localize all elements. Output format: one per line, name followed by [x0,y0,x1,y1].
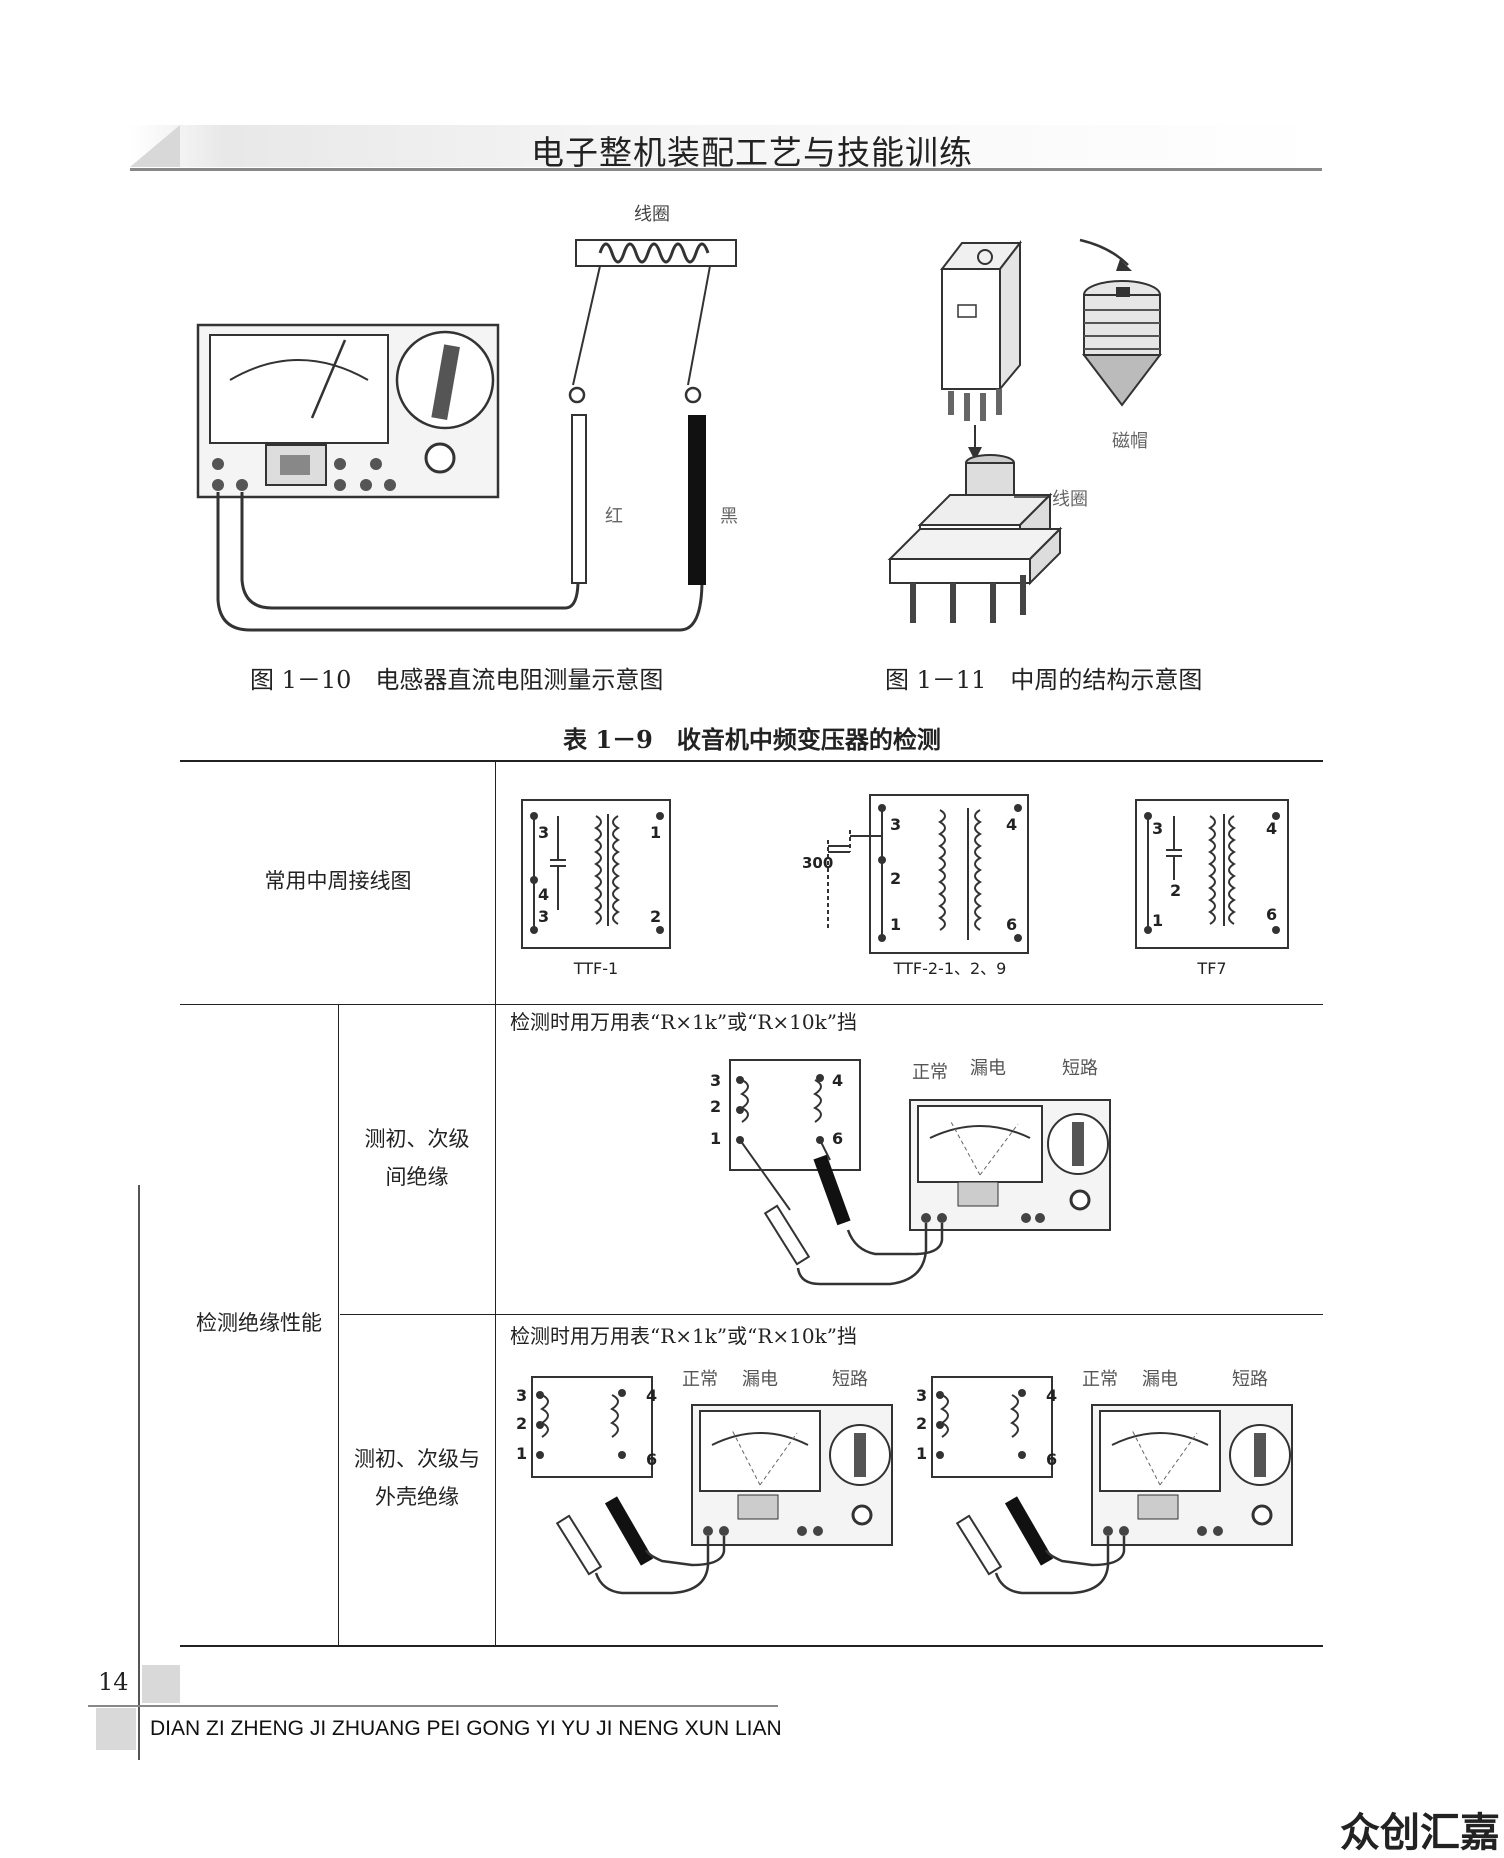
table-bottom-rule [180,1645,1323,1647]
svg-text:3: 3 [538,907,549,926]
footer-vertical-rule [138,1185,140,1760]
meter-label-normal: 正常 [912,1062,948,1083]
svg-text:4: 4 [1046,1386,1057,1405]
red-probe-label: 红 [605,506,623,527]
svg-text:1: 1 [710,1129,721,1148]
svg-text:6: 6 [832,1129,843,1148]
svg-text:2: 2 [516,1414,527,1433]
page-title: 电子整机装配工艺与技能训练 [531,133,973,172]
table-row-divider-2 [340,1314,1323,1315]
meter-label-normal: 正常 [682,1369,718,1390]
svg-text:1: 1 [1152,911,1163,930]
header-band [130,125,1322,167]
svg-text:4: 4 [1006,815,1017,834]
row2-label-line2: 间绝缘 [385,1165,449,1189]
svg-text:3: 3 [890,815,901,834]
svg-text:6: 6 [646,1450,657,1469]
meter-label-leak: 漏电 [1142,1369,1178,1390]
figure-1-10-caption: 图 1－10 电感器直流电阻测量示意图 [250,666,664,694]
svg-text:6: 6 [1006,915,1017,934]
figure-1-11-illustration: 磁帽 线圈 [887,238,1163,623]
page-number: 14 [98,1668,129,1696]
black-probe-label: 黑 [720,506,738,527]
header-rule [130,168,1322,171]
diagram-label-tf7: TF7 [1196,959,1226,978]
row2-test-illustration: 3 2 1 4 6 正常 漏电 短路 [710,1058,1111,1286]
header-accent [130,125,180,167]
svg-text:2: 2 [710,1097,721,1116]
meter-label-normal: 正常 [1082,1369,1118,1390]
table-col-divider-1 [338,1004,339,1647]
meter-label-leak: 漏电 [742,1369,778,1390]
svg-text:3: 3 [710,1071,721,1090]
footer-pinyin: DIAN ZI ZHENG JI ZHUANG PEI GONG YI YU J… [150,1717,782,1740]
row3-note: 检测时用万用表“R×1k”或“R×10k”挡 [510,1324,857,1348]
svg-text:1: 1 [650,823,661,842]
svg-text:3: 3 [916,1386,927,1405]
cap-value-label: 300 [802,854,833,872]
row3-label-line1: 测初、次级与 [354,1447,480,1471]
svg-text:6: 6 [1046,1450,1057,1469]
meter-label-short: 短路 [1232,1369,1268,1390]
svg-text:2: 2 [650,907,661,926]
table-title: 表 1－9 收音机中频变压器的检测 [563,725,941,754]
cap-label: 磁帽 [1112,431,1148,452]
figure-1-11-caption: 图 1－11 中周的结构示意图 [885,666,1203,694]
svg-text:3: 3 [538,823,549,842]
row2-label-line1: 测初、次级 [364,1127,470,1151]
svg-text:4: 4 [646,1386,657,1405]
svg-text:2: 2 [1170,881,1181,900]
table-col-divider-2 [495,760,496,1647]
row3-label-line2: 外壳绝缘 [375,1485,459,1509]
table-top-rule [180,760,1323,762]
table-row-divider-1 [180,1004,1323,1005]
group-label: 检测绝缘性能 [196,1311,322,1335]
svg-text:2: 2 [890,869,901,888]
svg-text:2: 2 [916,1414,927,1433]
coil-label: 线圈 [634,204,670,225]
footer-accent-top [142,1665,180,1703]
row2-note: 检测时用万用表“R×1k”或“R×10k”挡 [510,1010,857,1034]
watermark-logo: 众创汇嘉 [1340,1810,1500,1856]
diagram-label-ttf2: TTF-2-1、2、9 [893,959,1007,978]
coil-label-2: 线圈 [1052,489,1088,510]
svg-text:1: 1 [916,1444,927,1463]
svg-text:1: 1 [516,1444,527,1463]
svg-text:3: 3 [516,1386,527,1405]
row3-test-illustrations: 3 2 1 4 6 正常 漏电 短路 3 2 1 4 6 正常 漏电 短路 [516,1369,1293,1595]
svg-text:4: 4 [1266,819,1277,838]
diagram-label-ttf1: TTF-1 [573,959,618,978]
svg-text:1: 1 [890,915,901,934]
meter-label-leak: 漏电 [970,1058,1006,1079]
row1-label: 常用中周接线图 [264,869,412,893]
svg-text:3: 3 [1152,819,1163,838]
figure-1-10-illustration: 线圈 红 黑 [196,204,738,632]
svg-text:6: 6 [1266,905,1277,924]
meter-label-short: 短路 [832,1369,868,1390]
footer-rule [88,1705,778,1707]
meter-label-short: 短路 [1062,1058,1098,1079]
svg-text:4: 4 [832,1071,843,1090]
svg-text:4: 4 [538,885,549,904]
footer-accent-bottom [96,1708,136,1750]
